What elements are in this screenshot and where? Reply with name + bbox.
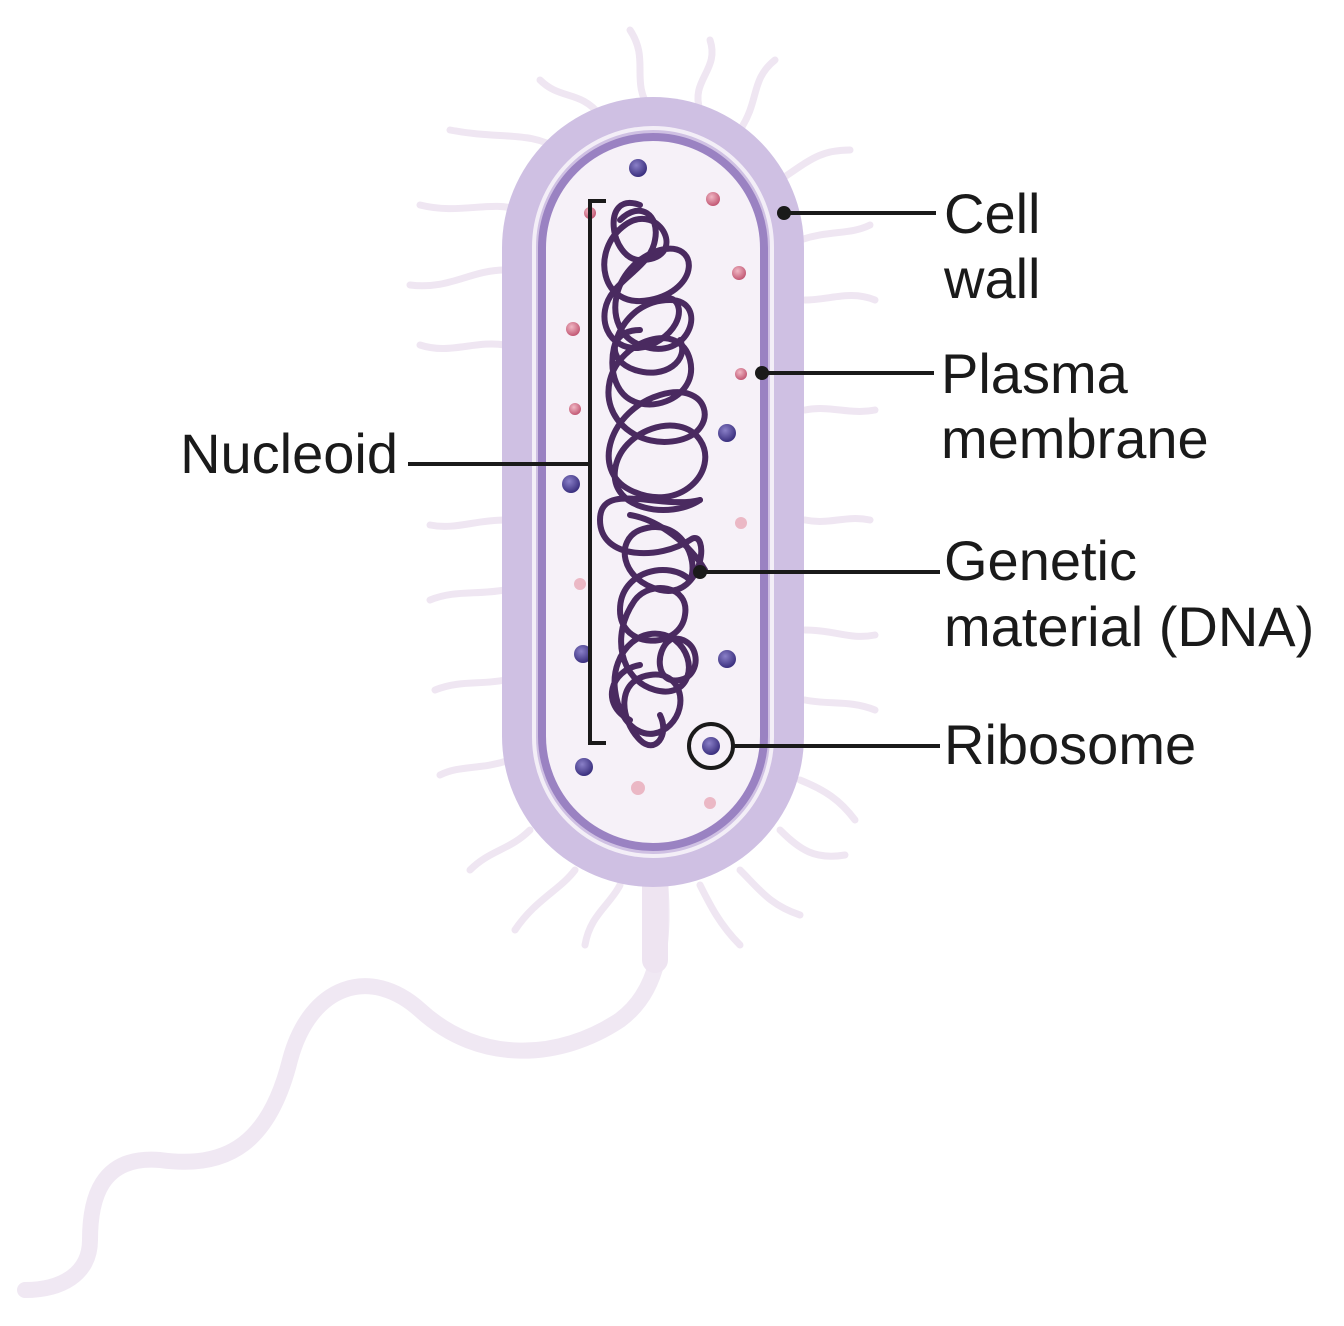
pilus: [736, 866, 804, 919]
ribosome-pink: [569, 403, 581, 415]
dna-coil: [596, 199, 709, 749]
pilus: [776, 146, 854, 184]
pilus: [694, 36, 716, 114]
ribosome-pink: [704, 797, 716, 809]
pilus: [801, 515, 874, 525]
cell-wall-label-line1: Cell: [944, 182, 1040, 245]
pilus: [696, 881, 744, 949]
pilus: [801, 292, 879, 304]
genetic-material-pointer: [693, 565, 707, 579]
pilus: [426, 586, 509, 604]
plasma-membrane-label-line2: membrane: [941, 407, 1209, 470]
ribosome-pink: [574, 578, 586, 590]
ribosome-blue: [574, 645, 592, 663]
pilus: [776, 826, 849, 860]
dna-strand: [609, 635, 699, 723]
ribosome-pink: [732, 266, 746, 280]
ribosome-blue: [718, 424, 736, 442]
ribosome-pink: [735, 517, 747, 529]
nucleoid-label: Nucleoid: [180, 422, 398, 485]
ribosome-blue: [629, 159, 647, 177]
periplasm-line: [532, 126, 774, 858]
pilus: [416, 201, 524, 214]
pilus: [431, 676, 509, 694]
dna-strand: [627, 512, 708, 573]
genetic-material-label-line1: Genetic: [944, 529, 1137, 592]
pilus: [796, 776, 859, 824]
flagellum: [17, 872, 670, 1298]
pilus: [801, 626, 879, 640]
pilus: [416, 340, 509, 352]
cell-wall-label-line2: wall: [943, 247, 1040, 310]
pilus: [536, 76, 604, 119]
plasma-membrane-label-line1: Plasma: [941, 342, 1129, 405]
ribosome-pink: [706, 192, 720, 206]
ribosomes: [562, 159, 747, 809]
pilus: [466, 826, 534, 874]
pilus: [736, 56, 779, 134]
ribosome-blue: [718, 650, 736, 668]
pilus: [406, 266, 509, 290]
ribosome-blue: [575, 758, 593, 776]
pilus: [801, 405, 879, 415]
pilus: [426, 516, 509, 530]
ribosome-label: Ribosome: [944, 713, 1196, 776]
genetic-material-label-line2: material (DNA): [944, 595, 1314, 658]
leader-lines: [408, 206, 940, 748]
pilus: [511, 866, 579, 934]
nucleoid-bracket: [588, 199, 606, 745]
plasma-membrane-pointer: [755, 366, 769, 380]
ribosome-pink: [566, 322, 580, 336]
dna-strand: [596, 495, 705, 594]
pilus: [581, 881, 624, 949]
cell-wall-pointer: [777, 206, 791, 220]
pilus: [801, 696, 879, 714]
ribosome-pink: [735, 368, 747, 380]
pilus: [436, 756, 514, 779]
ribosome-pink: [631, 781, 645, 795]
plasma-membrane: [538, 133, 768, 851]
dna-strand: [601, 199, 709, 513]
pilus: [796, 221, 874, 244]
dna-strand: [601, 207, 686, 376]
ribosome-blue: [562, 475, 580, 493]
ribosome-blue: [702, 737, 720, 755]
